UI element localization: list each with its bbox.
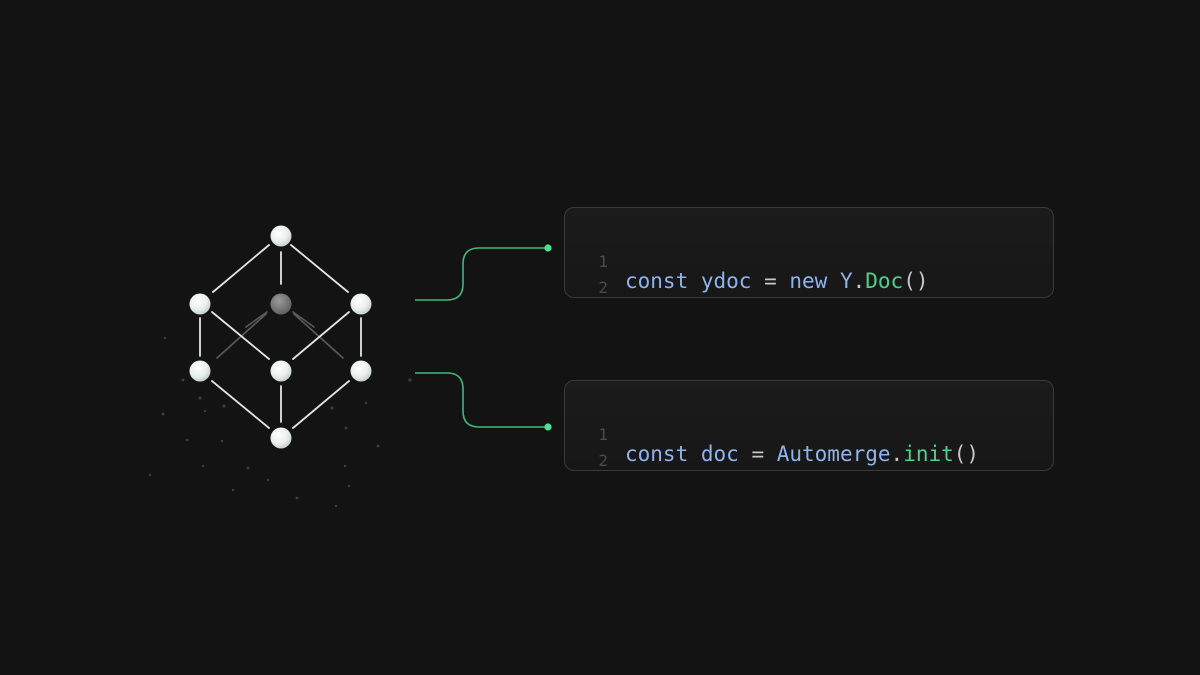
line-number: 2 bbox=[598, 451, 608, 470]
token-dot: . bbox=[890, 442, 904, 466]
line-number: 2 bbox=[598, 278, 608, 297]
code-line-3: 3 bbox=[565, 455, 1053, 470]
token-function: init bbox=[903, 442, 954, 466]
token-function: Doc bbox=[865, 269, 904, 293]
node-center bbox=[270, 360, 292, 382]
line-number: 1 bbox=[598, 425, 608, 444]
connectors bbox=[415, 247, 547, 428]
token-keyword: const bbox=[625, 269, 689, 293]
token-variable: doc bbox=[688, 442, 739, 466]
node-upper-left bbox=[189, 293, 211, 315]
cube-network-icon bbox=[199, 244, 362, 429]
token-keyword: new bbox=[789, 269, 828, 293]
code-text: const doc = Automerge.init() bbox=[625, 442, 979, 466]
connector-bottom bbox=[415, 372, 547, 428]
token-variable: ydoc bbox=[688, 269, 752, 293]
code-card-ydoc: 1 const ydoc = new Y.Doc() 2 3 bbox=[564, 207, 1054, 298]
token-operator: = bbox=[738, 442, 777, 466]
token-namespace: Y bbox=[827, 269, 853, 293]
token-parens: () bbox=[903, 269, 929, 293]
connector-top-dot bbox=[544, 244, 552, 252]
node-upper-right bbox=[350, 293, 372, 315]
code-line-1: 1 const ydoc = new Y.Doc() bbox=[565, 231, 1053, 293]
code-text: const ydoc = new Y.Doc() bbox=[625, 269, 929, 293]
particle-dots bbox=[148, 336, 412, 508]
node-bottom bbox=[270, 427, 292, 449]
node-lower-left bbox=[189, 360, 211, 382]
code-line-3: 3 bbox=[565, 282, 1053, 297]
connector-bottom-dot bbox=[544, 423, 552, 431]
token-operator: = bbox=[751, 269, 790, 293]
code-line-1: 1 const doc = Automerge.init() bbox=[565, 404, 1053, 466]
line-number: 1 bbox=[598, 252, 608, 271]
cube-hidden-edges bbox=[216, 311, 344, 359]
cube-nodes bbox=[189, 225, 372, 449]
code-line-2: 2 bbox=[565, 257, 1053, 297]
token-dot: . bbox=[852, 269, 866, 293]
token-namespace: Automerge bbox=[776, 442, 891, 466]
code-line-2: 2 bbox=[565, 430, 1053, 470]
node-lower-right bbox=[350, 360, 372, 382]
node-hidden bbox=[270, 293, 292, 315]
token-keyword: const bbox=[625, 442, 689, 466]
node-top bbox=[270, 225, 292, 247]
code-card-automerge: 1 const doc = Automerge.init() 2 3 bbox=[564, 380, 1054, 471]
token-parens: () bbox=[953, 442, 980, 466]
connector-top bbox=[415, 247, 547, 301]
